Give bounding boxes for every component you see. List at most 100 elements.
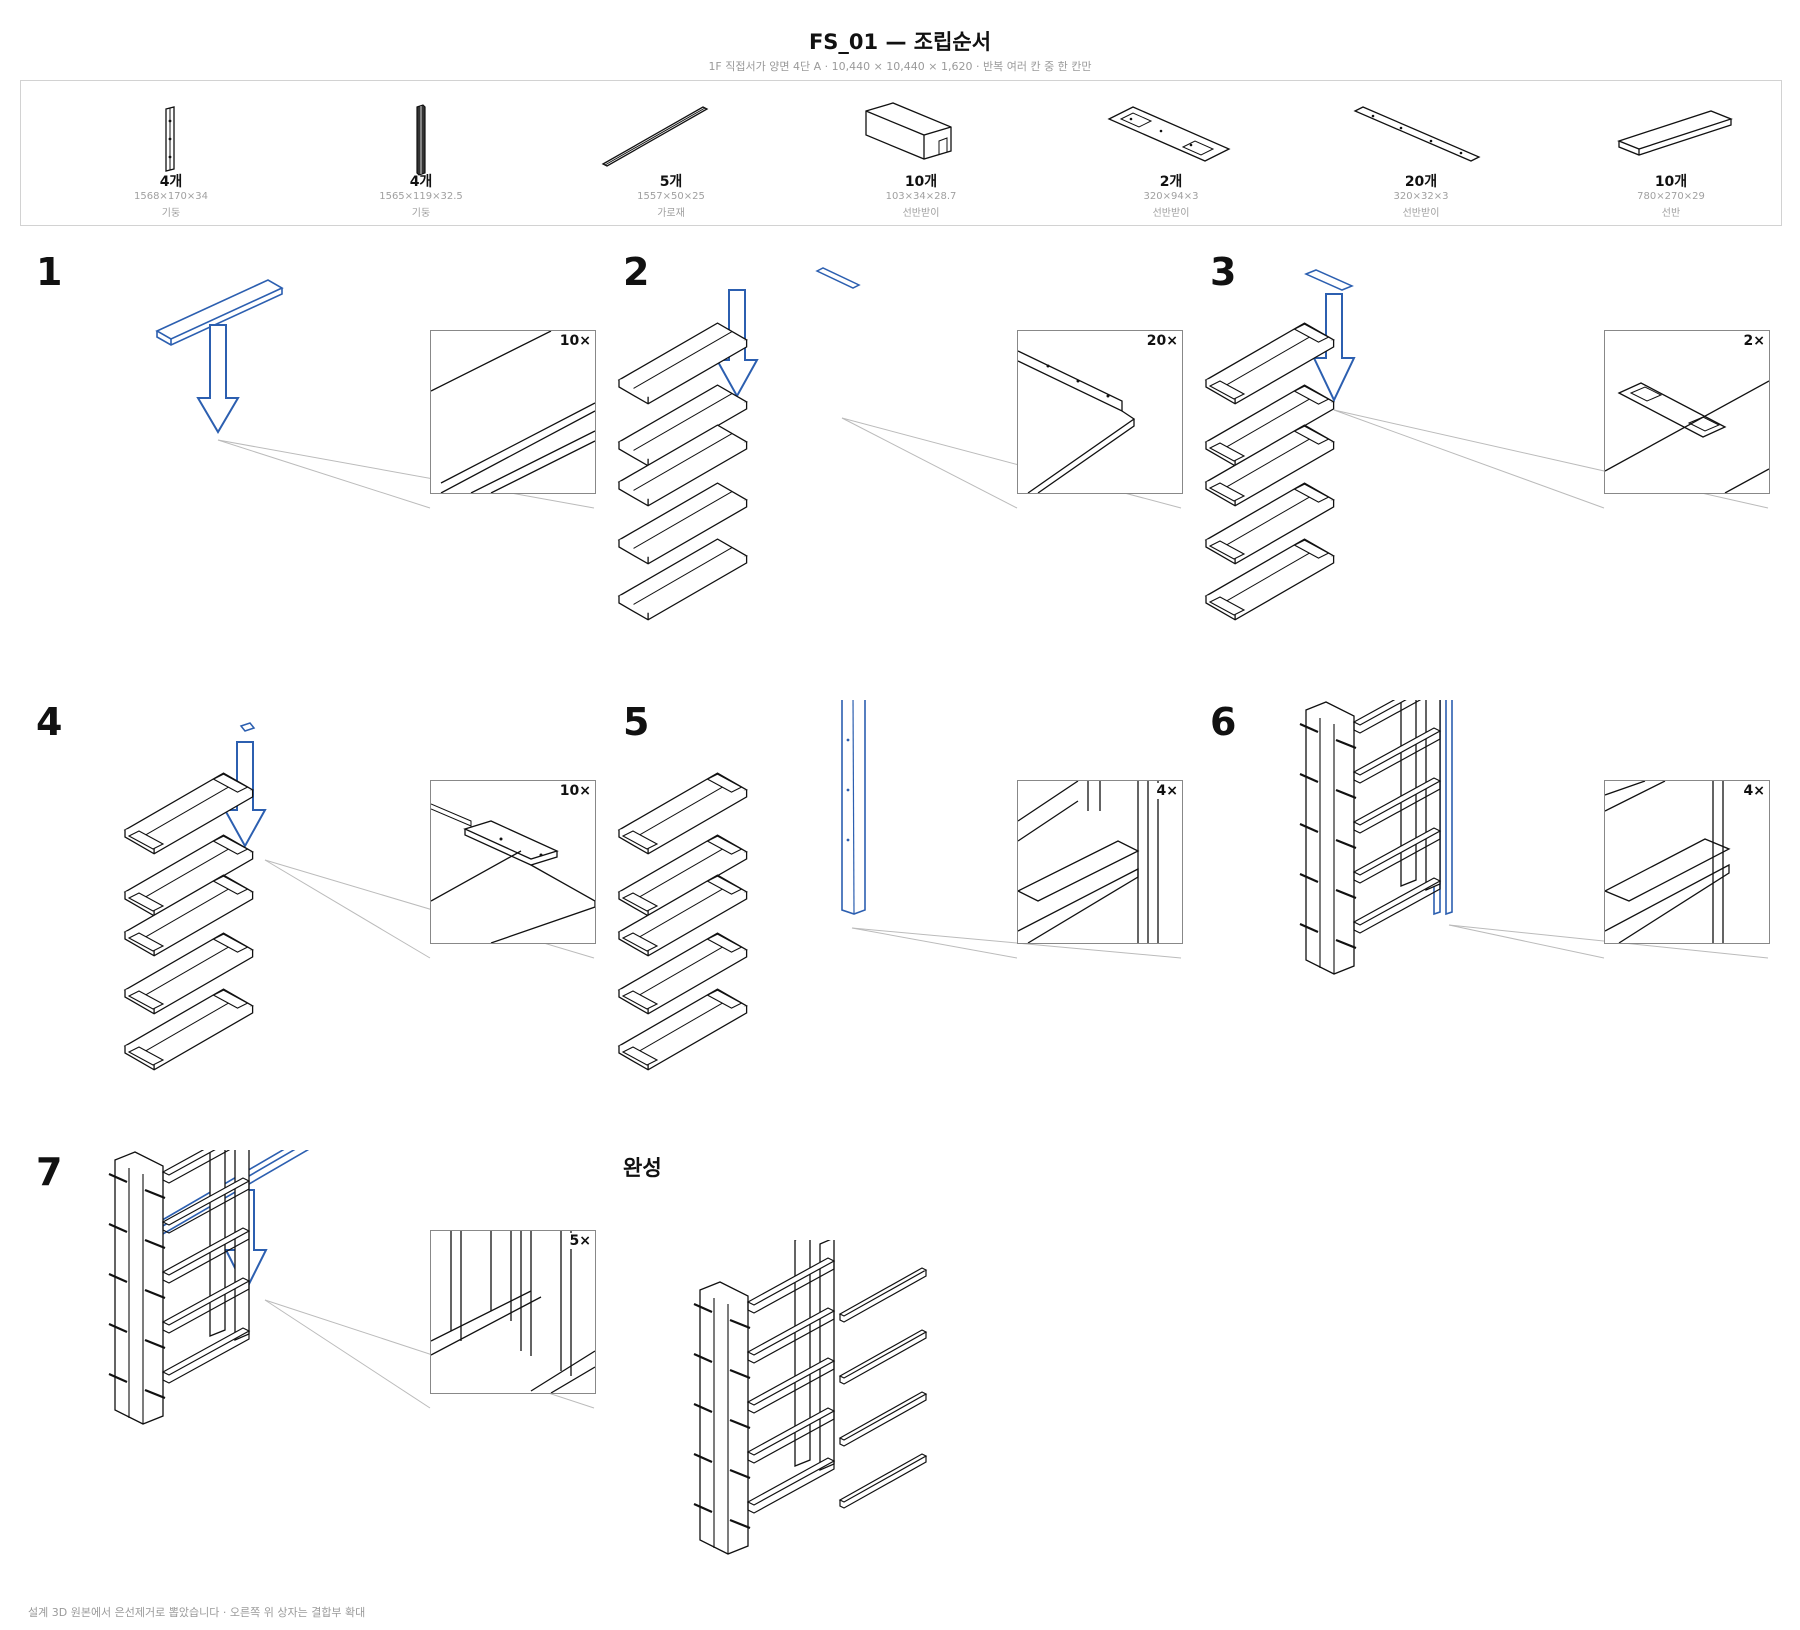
- bracket: [729, 1418, 751, 1430]
- part-item: 20개 320×32×3 선반받이: [1321, 81, 1521, 225]
- part-dims: 320×32×3: [1393, 191, 1449, 202]
- joint-count: 10×: [556, 783, 591, 799]
- support-plate: [706, 773, 743, 793]
- bracket: [1335, 938, 1357, 950]
- bracket: [108, 1322, 128, 1334]
- bracket: [1335, 838, 1357, 850]
- complete-drawing: [693, 1240, 928, 1555]
- shelf-board: [1204, 482, 1335, 565]
- crossbar: [838, 1453, 928, 1503]
- part-item: 5개 1557×50×25 가로재: [571, 81, 771, 225]
- step-4: 4 10×: [20, 700, 610, 1140]
- bracket: [693, 1402, 713, 1414]
- support-plate: [127, 990, 165, 1010]
- step-1-drawing: [155, 279, 595, 509]
- bracket: [144, 1388, 166, 1400]
- bracket: [1299, 922, 1319, 934]
- part-dims: 1557×50×25: [637, 191, 705, 202]
- joint-detail: [431, 331, 595, 493]
- bracket: [729, 1468, 751, 1480]
- bracket: [729, 1318, 751, 1330]
- part-name: 기둥: [411, 208, 431, 219]
- shelf-board: [617, 424, 748, 507]
- part-name: 선반받이: [1402, 208, 1440, 219]
- part-dims: 103×34×28.7: [885, 191, 957, 202]
- page-subtitle: 1F 직접서가 양면 4단 A · 10,440 × 10,440 × 1,62…: [708, 60, 1092, 73]
- support-plate: [706, 875, 743, 895]
- support-plate: [212, 875, 249, 895]
- part-qty: 4개: [159, 174, 183, 190]
- step-6-drawing: [1299, 700, 1769, 975]
- wide-plate-icon: [1107, 106, 1231, 162]
- shelf-board: [617, 772, 748, 855]
- page-title: FS_01 — 조립순서: [808, 30, 992, 54]
- shelf-board: [617, 538, 748, 621]
- detail-zoom: 2×: [1604, 330, 1770, 494]
- part-qty: 5개: [659, 174, 683, 190]
- step-number: 2: [623, 250, 650, 294]
- bracket: [1299, 822, 1319, 834]
- bracket: [1335, 788, 1357, 800]
- joint-count: 2×: [1740, 333, 1765, 349]
- joint-count: 4×: [1153, 783, 1178, 799]
- support-plate: [1208, 442, 1246, 462]
- support-plate: [706, 989, 743, 1009]
- shelf-board: [1352, 877, 1442, 926]
- joint-count: 5×: [566, 1233, 591, 1249]
- support-plate: [212, 989, 249, 1009]
- column-post-icon: [416, 104, 426, 176]
- step-1: 1 10×: [20, 250, 610, 690]
- step-number: 6: [1210, 700, 1237, 744]
- bracket: [144, 1238, 166, 1250]
- support-plate: [212, 835, 249, 855]
- shelf-tower: [1299, 700, 1442, 975]
- bracket: [729, 1518, 751, 1530]
- detail-zoom: 5×: [430, 1230, 596, 1394]
- shelf-tower: [693, 1240, 836, 1555]
- bracket-box-icon: [865, 102, 952, 160]
- joint-detail: [1605, 781, 1731, 943]
- shelf-tower: [108, 1150, 251, 1425]
- bracket: [1335, 888, 1357, 900]
- bracket: [1299, 772, 1319, 784]
- part-name: 선반받이: [1152, 208, 1190, 219]
- step-number: 1: [36, 250, 63, 294]
- support-plate: [127, 932, 165, 952]
- support-plate: [706, 835, 743, 855]
- support-plate: [1293, 539, 1330, 559]
- support-plate: [621, 990, 659, 1010]
- step-6: 6 4×: [1194, 700, 1784, 1140]
- detail-zoom: 20×: [1017, 330, 1183, 494]
- shelf-board: [123, 988, 254, 1071]
- bracket: [108, 1172, 128, 1184]
- support-plate: [1208, 482, 1246, 502]
- bracket: [693, 1302, 713, 1314]
- parts-list: 4개 1568×170×34 기둥 4개 1565×119×32.5 기둥 5개…: [20, 80, 1782, 226]
- support-plate: [127, 830, 165, 850]
- step-number: 4: [36, 700, 63, 744]
- joint-count: 4×: [1740, 783, 1765, 799]
- complete-label: 완성: [623, 1156, 662, 1180]
- support-plate: [621, 932, 659, 952]
- part-name: 선반받이: [902, 208, 940, 219]
- step-7-drawing: [108, 1150, 595, 1425]
- support-plate: [1208, 596, 1246, 616]
- shelf-board: [1204, 538, 1335, 621]
- shelf-board: [123, 874, 254, 957]
- shelf-board: [161, 1327, 251, 1376]
- shelf-board: [617, 874, 748, 957]
- shelf-board: [123, 834, 254, 917]
- detail-zoom: 10×: [430, 330, 596, 494]
- bracket: [144, 1288, 166, 1300]
- column-panel-icon: [165, 106, 175, 172]
- shelf-board: [1204, 424, 1335, 507]
- support-plate: [1208, 380, 1246, 400]
- support-plate: [1293, 385, 1330, 405]
- column: [114, 1151, 164, 1425]
- support-plate: [621, 830, 659, 850]
- bracket: [693, 1502, 713, 1514]
- footer-note: 설계 3D 원본에서 은선제거로 뽑았습니다 · 오른쪽 위 상자는 결합부 확…: [28, 1606, 366, 1619]
- bracket: [144, 1188, 166, 1200]
- joint-detail: [1018, 350, 1136, 493]
- joint-detail: [431, 1231, 595, 1393]
